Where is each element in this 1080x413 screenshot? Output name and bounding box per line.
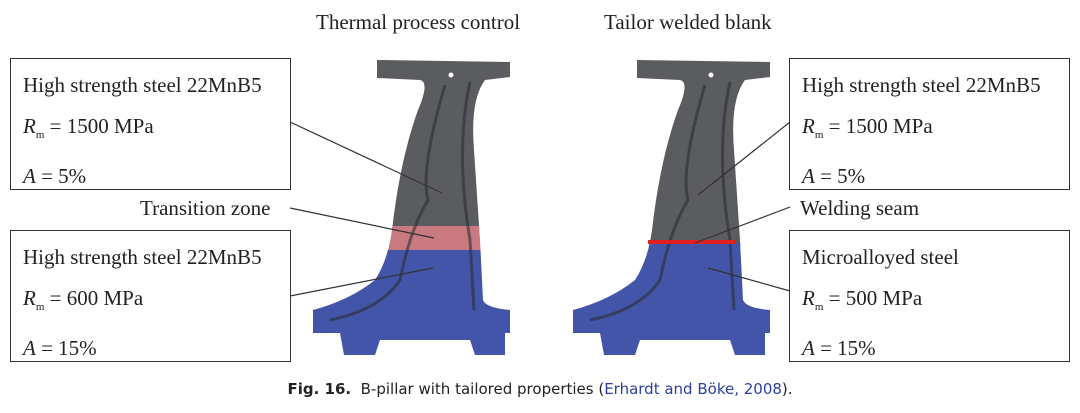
elongation: A = 5% [802,164,866,189]
left-bottom-box: High strength steel 22MnB5 Rm = 600 MPa … [10,230,291,362]
tensile-strength: Rm = 1500 MPa [802,114,933,142]
caption-text: B-pillar with tailored properties ( [360,380,605,398]
elongation: A = 15% [802,336,876,361]
elongation: A = 5% [23,164,87,189]
caption-end: ). [781,380,793,398]
material: High strength steel 22MnB5 [802,73,1041,97]
tensile-strength: Rm = 500 MPa [802,286,923,314]
material: Microalloyed steel [802,245,959,269]
right-pillar [573,60,770,355]
right-bottom-box: Microalloyed steel Rm = 500 MPa A = 15% [789,230,1070,362]
title-thermal-process-control: Thermal process control [316,10,521,34]
leader-lines [289,121,791,297]
elongation: A = 15% [23,336,97,361]
material: High strength steel 22MnB5 [23,73,262,97]
citation-link[interactable]: Erhardt and Böke, 2008 [604,380,782,398]
tensile-strength: Rm = 600 MPa [23,286,144,314]
left-pillar [313,60,510,355]
tensile-strength: Rm = 1500 MPa [23,114,154,142]
caption-label: Fig. 16. [287,380,352,398]
right-top-box: High strength steel 22MnB5 Rm = 1500 MPa… [789,58,1070,190]
left-top-box: High strength steel 22MnB5 Rm = 1500 MPa… [10,58,291,190]
welding-seam-label: Welding seam [800,196,920,220]
title-tailor-welded-blank: Tailor welded blank [604,10,772,34]
figure-caption: Fig. 16. B-pillar with tailored properti… [0,380,1080,398]
transition-zone-label: Transition zone [140,196,271,220]
material: High strength steel 22MnB5 [23,245,262,269]
